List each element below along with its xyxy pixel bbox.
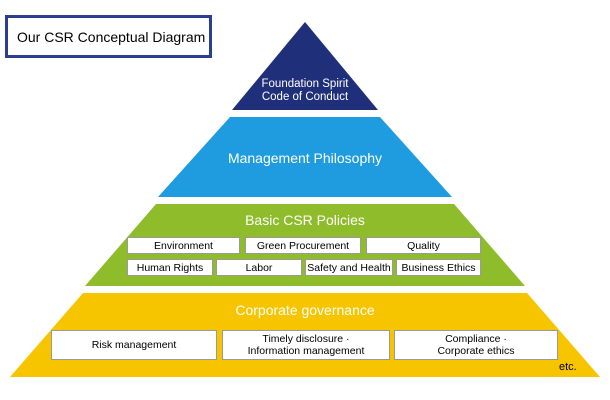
management-philosophy-label: Management Philosophy	[227, 150, 383, 166]
governance-box-risk-management: Risk management	[51, 330, 217, 360]
policy-label: Quality	[407, 239, 440, 252]
governance-line-2: Corporate ethics	[437, 345, 515, 357]
pyramid-tier-foundation	[232, 22, 378, 110]
policy-label: Human Rights	[136, 261, 204, 274]
governance-line-1: Compliance ·	[445, 333, 507, 345]
basic-csr-policies-label: Basic CSR Policies	[245, 212, 365, 228]
policy-box-human-rights: Human Rights	[127, 259, 213, 276]
foundation-spirit-label: Foundation Spirit	[261, 78, 349, 90]
diagram-title: Our CSR Conceptual Diagram	[5, 15, 212, 58]
policy-box-labor: Labor	[216, 259, 302, 276]
policy-box-quality: Quality	[366, 237, 481, 254]
governance-line-1: Risk management	[91, 339, 177, 351]
corporate-governance-label: Corporate governance	[235, 302, 375, 318]
policy-box-environment: Environment	[127, 237, 240, 254]
tier-foundation-label: Foundation Spirit Code of Conduct	[220, 78, 390, 104]
policy-label: Business Ethics	[401, 261, 476, 274]
policy-box-safety-and-health: Safety and Health	[305, 259, 393, 276]
policy-box-business-ethics: Business Ethics	[396, 259, 481, 276]
policy-label: Labor	[245, 261, 273, 274]
etc-footnote: etc.	[559, 361, 577, 373]
policy-box-green-procurement: Green Procurement	[245, 237, 361, 254]
code-of-conduct-label: Code of Conduct	[261, 91, 349, 103]
diagram-title-text: Our CSR Conceptual Diagram	[17, 28, 206, 45]
governance-box-compliance: Compliance · Corporate ethics	[394, 330, 558, 360]
governance-line-1: Timely disclosure ·	[262, 333, 350, 345]
policy-label: Green Procurement	[256, 239, 350, 252]
pyramid-tier-management	[158, 117, 452, 197]
governance-box-timely-disclosure: Timely disclosure · Information manageme…	[222, 330, 390, 360]
policy-label: Safety and Health	[307, 261, 391, 274]
policy-label: Environment	[154, 239, 213, 252]
governance-line-2: Information management	[247, 345, 365, 357]
